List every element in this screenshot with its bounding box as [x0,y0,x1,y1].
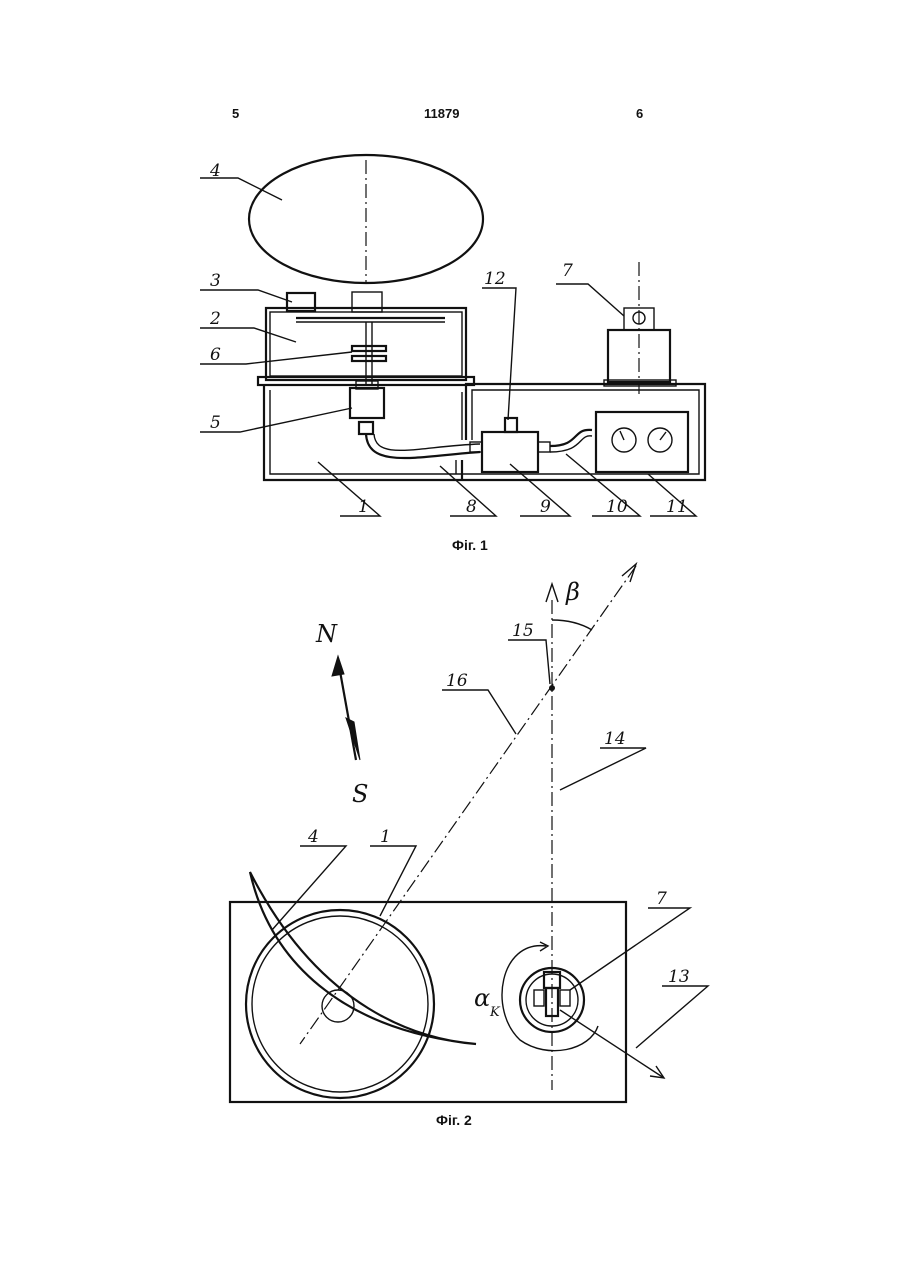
alpha-label: α [474,984,490,1012]
figure-2-caption: Фіг. 2 [436,1112,472,1128]
turntable-circle [520,968,584,1032]
beta-arc [552,620,592,630]
label-arrow-13: 13 [668,967,690,987]
north-label: N [315,620,338,648]
label-housing-1: 1 [380,827,391,847]
arrow-13 [560,1010,664,1078]
dish-edge [250,872,476,1044]
compass-arrow [332,656,360,760]
label-axis-14: 14 [604,729,626,749]
intersection-point [549,685,555,691]
label-direction-16: 16 [446,671,468,691]
direction-axis [300,566,636,1044]
beta-label: β [565,578,580,606]
south-label: S [352,780,368,808]
alpha-subscript: K [489,1005,501,1020]
label-dish-4: 4 [307,827,319,847]
label-device-7: 7 [656,889,667,909]
housing-circle [246,910,434,1098]
label-point-15: 15 [512,621,534,641]
